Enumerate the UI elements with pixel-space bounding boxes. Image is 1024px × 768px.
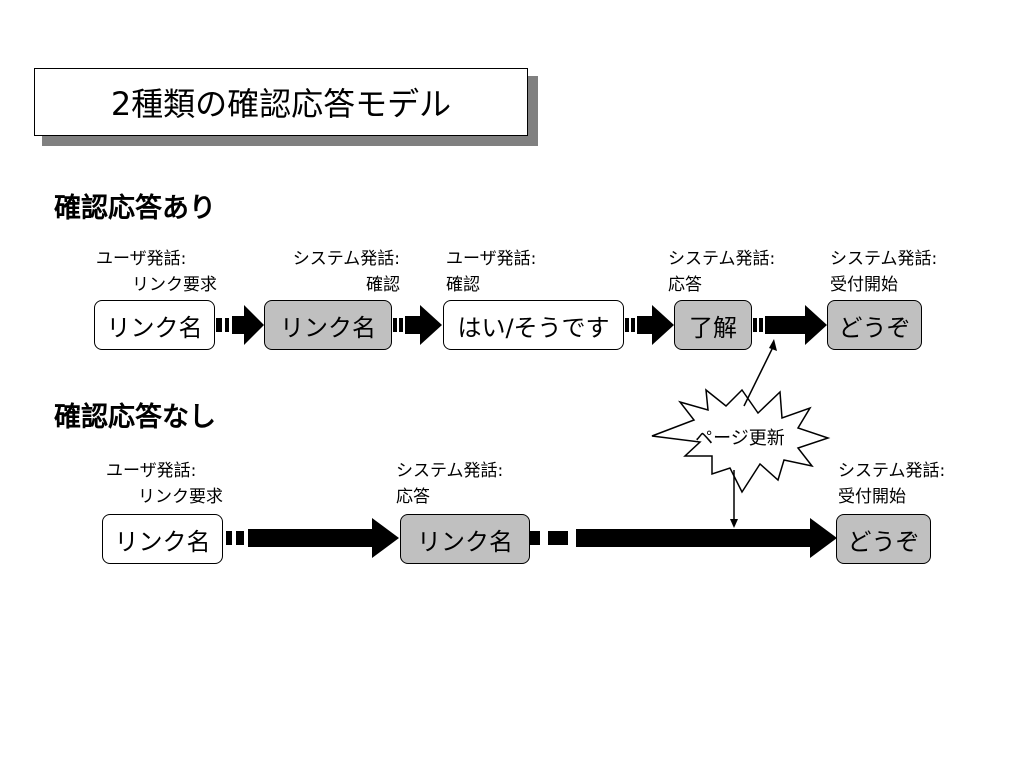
speaker-label: ユーザ発話: リンク要求 — [96, 249, 217, 295]
speaker-label: システム発話: 応答 — [668, 249, 776, 295]
burst-pointer-down-head — [730, 519, 738, 528]
speaker-label: ユーザ発話: リンク要求 — [106, 461, 223, 507]
page-title: 2種類の確認応答モデル — [34, 68, 528, 136]
page-update-burst — [651, 388, 831, 494]
arrow-s1-2 — [393, 305, 442, 345]
arrow-s1-3 — [625, 305, 674, 345]
arrow-s1-1 — [216, 305, 264, 345]
speaker-label: システム発話: 受付開始 — [838, 461, 946, 507]
arrow-s1-4 — [753, 305, 827, 345]
utterance-node-system: どうぞ — [836, 514, 931, 564]
speaker-label: システム発話: 受付開始 — [830, 249, 938, 295]
utterance-node-user: はい/そうです — [443, 300, 624, 350]
speaker-label: システム発話: 応答 — [396, 461, 504, 507]
page-update-label: ページ更新 — [695, 428, 785, 449]
utterance-node-user: リンク名 — [102, 514, 223, 564]
speaker-label: ユーザ発話: 確認 — [446, 249, 537, 295]
section-heading-with-confirmation: 確認応答あり — [54, 193, 216, 224]
utterance-node-system: リンク名 — [400, 514, 530, 564]
utterance-node-system: リンク名 — [264, 300, 392, 350]
utterance-node-system: 了解 — [674, 300, 752, 350]
arrow-s2-2 — [530, 518, 837, 558]
burst-pointer-up — [743, 344, 775, 407]
burst-pointer-up-head — [769, 339, 777, 351]
arrow-s2-1 — [226, 518, 399, 558]
utterance-node-system: どうぞ — [827, 300, 922, 350]
section-heading-without-confirmation: 確認応答なし — [54, 402, 216, 433]
utterance-node-user: リンク名 — [94, 300, 215, 350]
speaker-label: システム発話: 確認 — [292, 249, 400, 295]
